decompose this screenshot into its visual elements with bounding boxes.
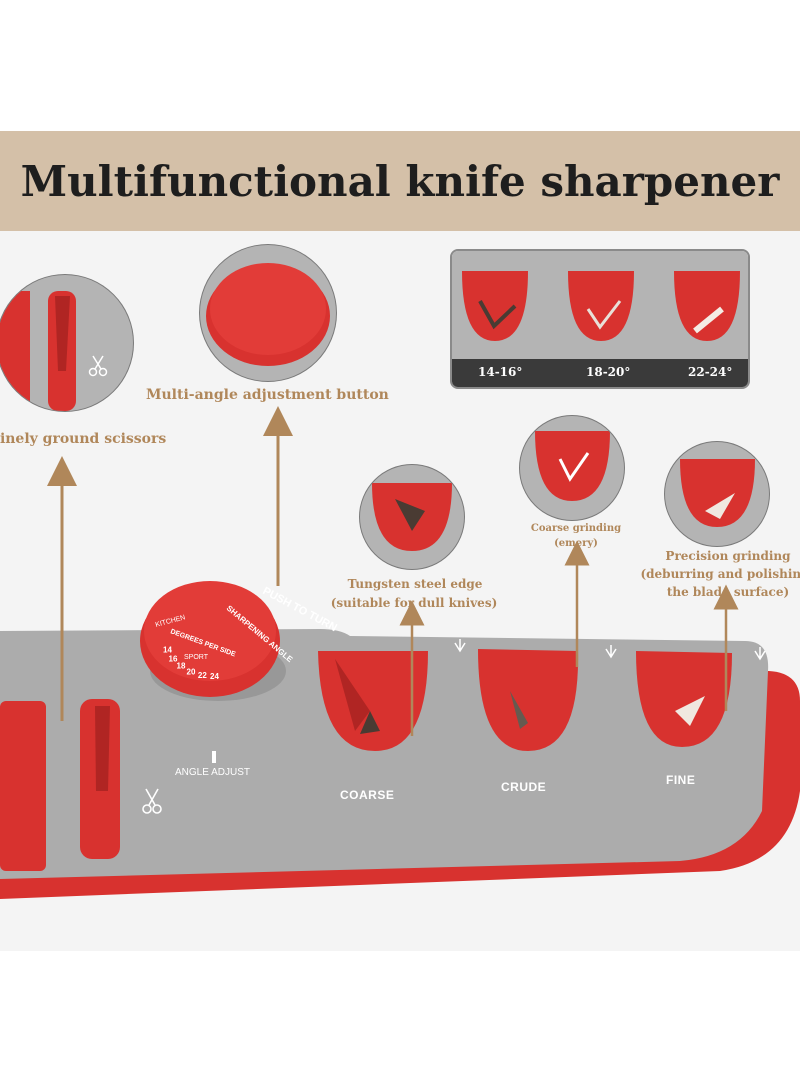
zoom-crude-slot bbox=[519, 415, 625, 521]
angle-label-3: 22-24° bbox=[688, 365, 733, 379]
sharpener-illustration: PUSH TO TURN SHARPENING ANGLE DEGREES PE… bbox=[0, 244, 800, 899]
title-banner: Multifunctional knife sharpener bbox=[0, 131, 800, 231]
product-scene: PUSH TO TURN SHARPENING ANGLE DEGREES PE… bbox=[0, 231, 800, 951]
caption-precision-line1: Precision grinding bbox=[665, 549, 791, 563]
knob-number: 22 bbox=[198, 671, 207, 680]
knob-number: 20 bbox=[187, 667, 196, 676]
callout-arrows bbox=[47, 406, 739, 736]
slot-label-fine: FINE bbox=[666, 773, 696, 787]
zoom-fine-slot bbox=[664, 441, 770, 547]
caption-coarse-line2: (emery) bbox=[554, 538, 598, 549]
knob-number: 24 bbox=[210, 672, 219, 681]
angle-label-2: 18-20° bbox=[586, 365, 631, 379]
scissors-icon bbox=[142, 788, 162, 814]
knob-number: 16 bbox=[169, 654, 178, 663]
zoom-coarse-slot bbox=[359, 464, 465, 570]
caption-angle-button: Multi-angle adjustment button bbox=[146, 387, 389, 403]
caption-tungsten-line2: (suitable for dull knives) bbox=[330, 596, 498, 610]
angle-label-1: 14-16° bbox=[478, 365, 523, 379]
angle-inset bbox=[450, 249, 750, 389]
sharpener-body bbox=[0, 581, 800, 899]
caption-precision-line2: (deburring and polishing bbox=[640, 567, 800, 581]
caption-precision-line3: the blade surface) bbox=[666, 585, 790, 599]
zoom-knob bbox=[199, 244, 337, 382]
caption-scissors: Finely ground scissors bbox=[0, 431, 167, 447]
slot-label-crude: CRUDE bbox=[501, 780, 547, 794]
knob-number: 14 bbox=[163, 646, 172, 655]
knob-sport: SPORT bbox=[184, 654, 209, 661]
knob-number: 18 bbox=[177, 662, 186, 671]
slot-label-coarse: COARSE bbox=[340, 788, 395, 802]
caption-tungsten-line1: Tungsten steel edge bbox=[347, 577, 483, 591]
caption-coarse-line1: Coarse grinding bbox=[530, 523, 622, 534]
angle-adjust-label: ANGLE ADJUST bbox=[175, 767, 251, 778]
page-title: Multifunctional knife sharpener bbox=[20, 156, 780, 206]
zoom-scissors bbox=[0, 274, 134, 412]
